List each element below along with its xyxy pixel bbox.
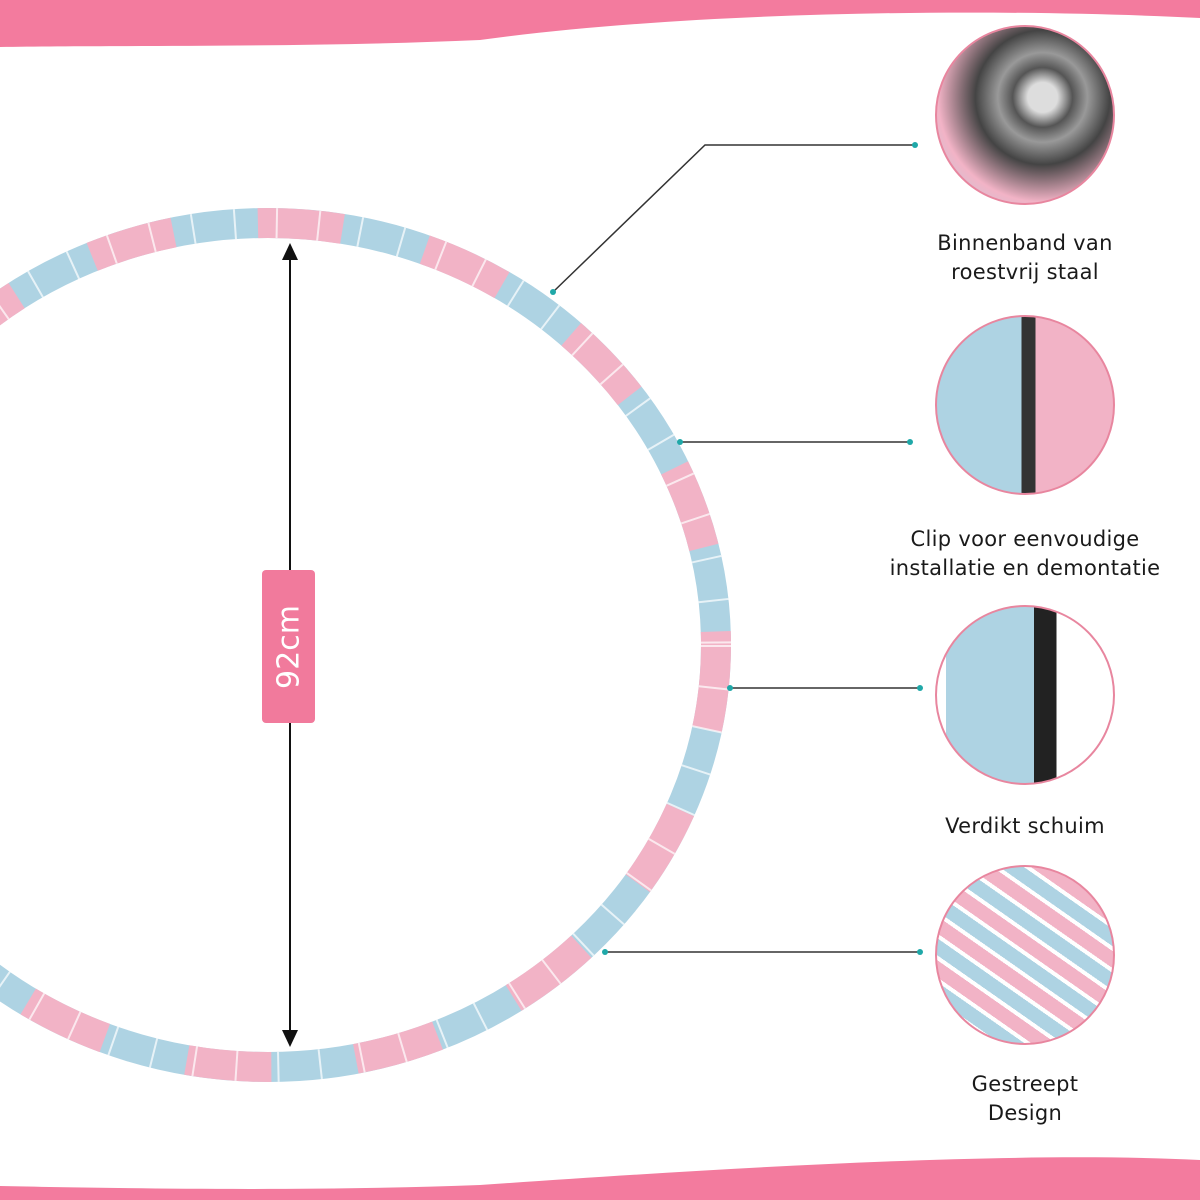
top-wave	[0, 0, 1200, 47]
diameter-text: 92cm	[271, 604, 306, 689]
hula-hoop	[0, 208, 731, 1082]
feature-image-foam	[935, 605, 1115, 785]
leader-lines	[552, 144, 920, 953]
leader-dots	[550, 142, 923, 955]
feature-image-stripes	[935, 865, 1115, 1045]
diameter-label: 92cm	[262, 570, 315, 723]
feature-caption-clip: Clip voor eenvoudige installatie en demo…	[889, 527, 1161, 580]
feature-caption-stripes: Gestreept Design	[971, 1072, 1079, 1125]
feature-image-steel	[935, 25, 1115, 205]
feature-caption-steel: Binnenband van roestvrij staal	[937, 231, 1113, 284]
feature-caption-foam: Verdikt schuim	[945, 814, 1105, 838]
bottom-wave	[0, 1157, 1200, 1200]
feature-image-clip	[935, 315, 1115, 495]
